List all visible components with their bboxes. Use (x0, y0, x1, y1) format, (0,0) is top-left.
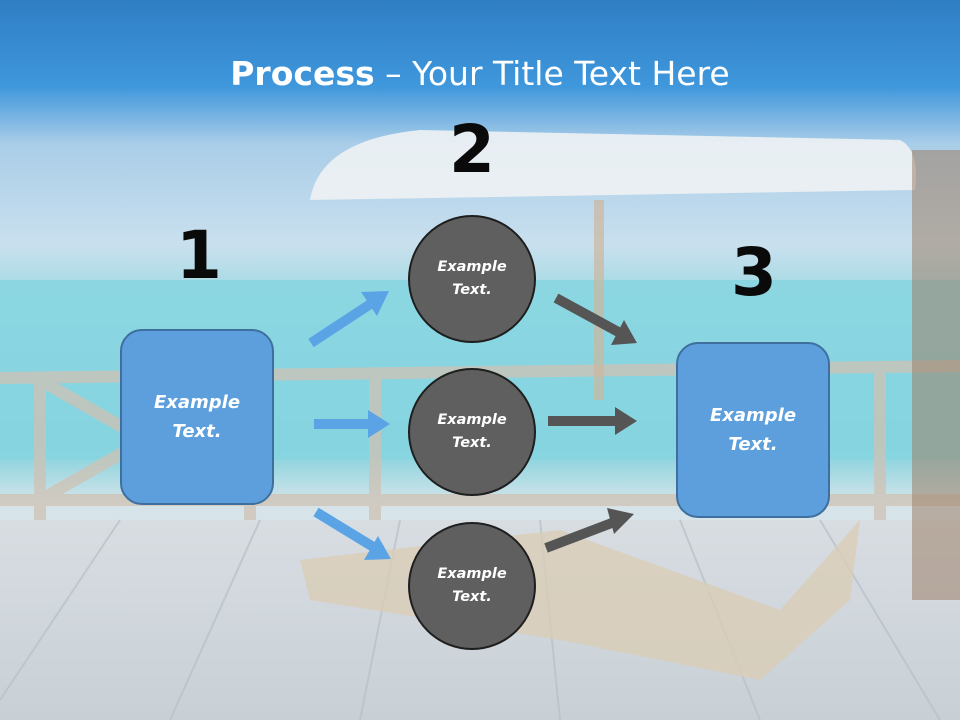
step-2-circle-bottom: Example Text. (408, 522, 536, 650)
step-3-box: Example Text. (676, 342, 830, 518)
circle-top-line2: Text. (452, 282, 492, 298)
title-rest: – Your Title Text Here (374, 54, 730, 93)
circle-bottom-line2: Text. (452, 589, 492, 605)
step-number-1: 1 (176, 217, 222, 294)
step-2-circle-middle: Example Text. (408, 368, 536, 496)
arrow-blue-up (308, 291, 389, 348)
arrow-blue-down (313, 507, 391, 560)
step-3-line2: Text. (728, 434, 778, 455)
step-1-line1: Example (153, 392, 241, 413)
arrow-blue-middle (314, 410, 390, 438)
page-title: Process – Your Title Text Here (0, 52, 960, 96)
step-number-2: 2 (449, 111, 495, 188)
circle-middle-line1: Example (437, 412, 507, 428)
step-1-box: Example Text. (120, 329, 274, 505)
arrow-gray-down (553, 293, 637, 345)
step-3-line1: Example (709, 405, 797, 426)
arrow-gray-middle (548, 407, 637, 435)
arrow-gray-up (544, 508, 634, 553)
step-number-3: 3 (731, 234, 777, 311)
circle-top-line1: Example (437, 259, 507, 275)
step-2-circle-top: Example Text. (408, 215, 536, 343)
title-bold: Process (230, 54, 375, 93)
circle-bottom-line1: Example (437, 566, 507, 582)
circle-middle-line2: Text. (452, 435, 492, 451)
step-1-line2: Text. (172, 421, 222, 442)
